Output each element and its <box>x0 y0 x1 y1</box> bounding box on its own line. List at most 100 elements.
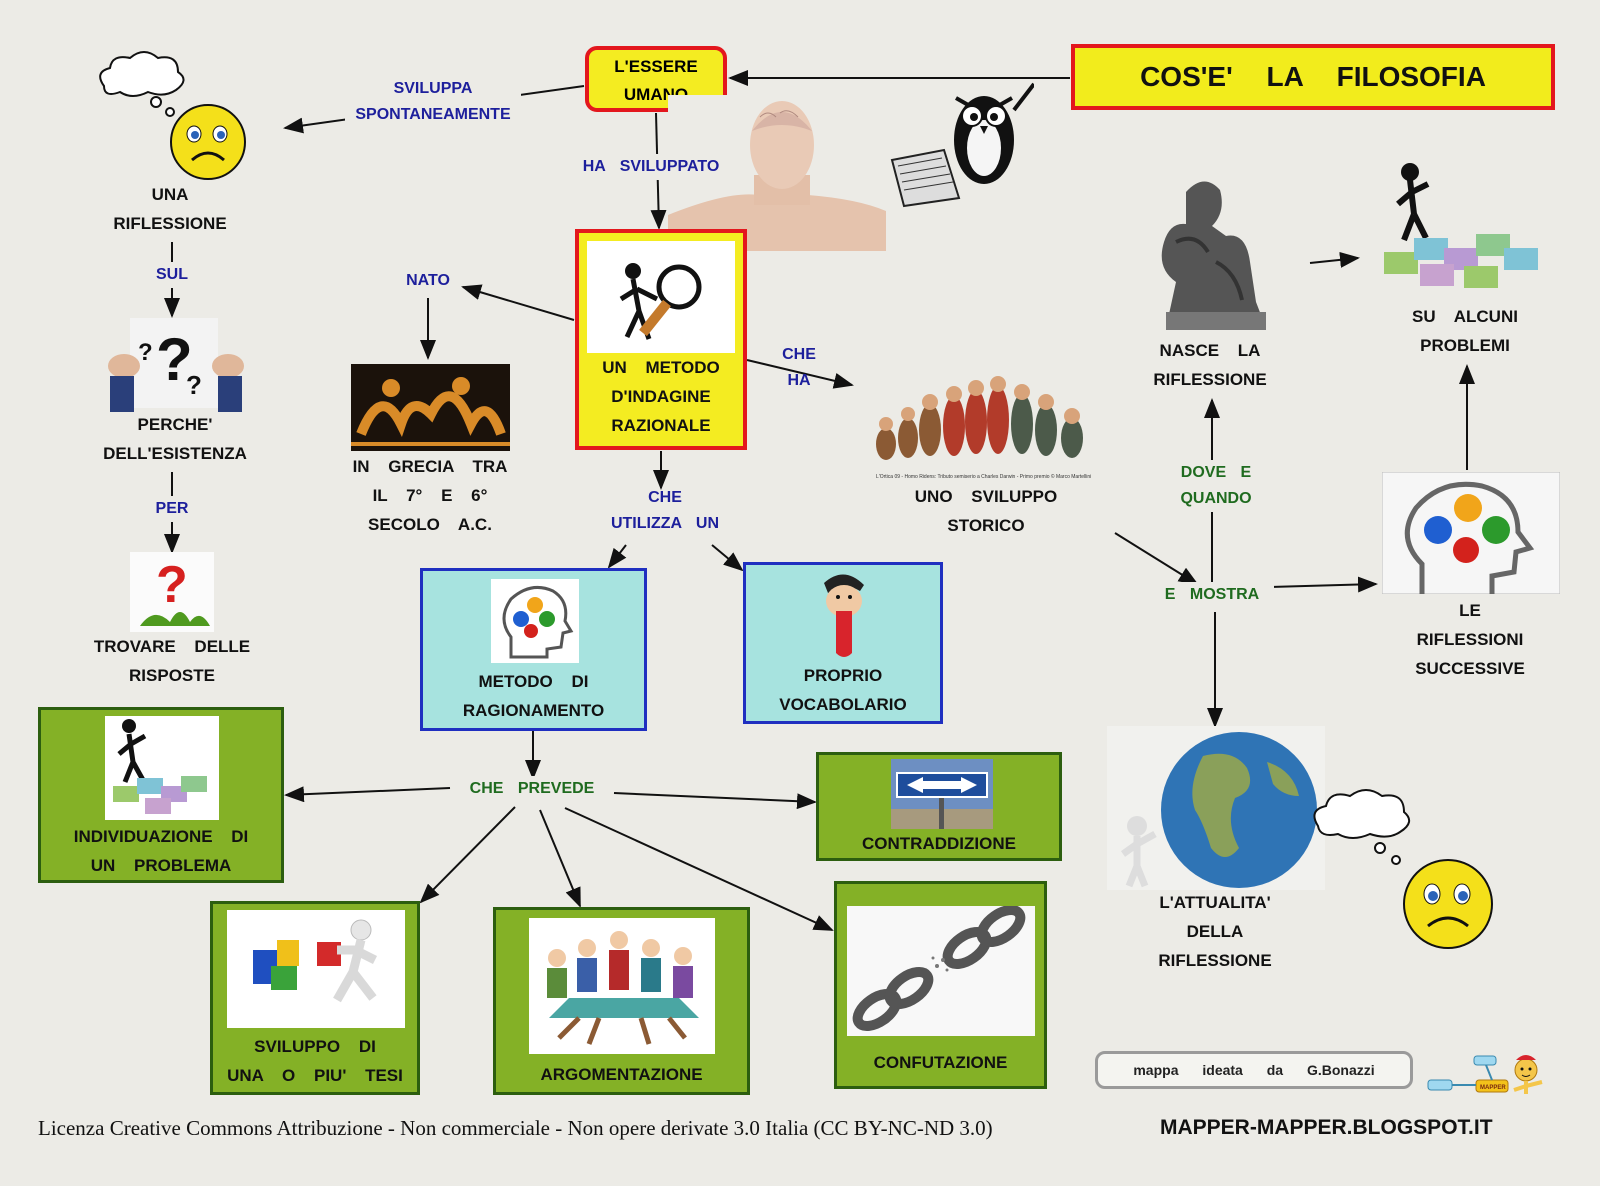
puzzle-thinker-icon <box>105 716 219 820</box>
node-trovare: TROVARE DELLE RISPOSTE <box>62 632 282 690</box>
argomentazione-text: ARGOMENTAZIONE <box>540 1065 703 1084</box>
connector-ha-sviluppato: HA SVILUPPATO <box>563 154 739 180</box>
node-individuazione: INDIVIDUAZIONE DI UN PROBLEMA <box>38 707 284 883</box>
node-essere-umano: L'ESSERE UMANO <box>585 46 727 112</box>
thought-face-icon <box>99 51 246 180</box>
plant-question-icon: ? <box>130 552 214 632</box>
alcuni-problemi-line-2: PROBLEMI <box>1420 336 1510 355</box>
che-ha-line-2: HA <box>787 372 811 389</box>
metodo-indagine-line-1: UN METODO <box>602 358 720 377</box>
title-box: COS'E' LA FILOSOFIA <box>1071 44 1555 110</box>
connector-nato: NATO <box>400 268 456 294</box>
node-metodo-ragionamento: METODO DI RAGIONAMENTO <box>420 568 647 731</box>
connector-che-utilizza: CHE UTILIZZA UN <box>598 485 732 537</box>
arrow-prevede-to-contraddizione <box>613 792 817 810</box>
dove-quando-line-2: QUANDO <box>1180 490 1252 507</box>
vocabolario-line-1: PROPRIO <box>803 666 883 685</box>
arrow-mostra-to-successive <box>1267 576 1378 593</box>
connector-che-prevede: CHE PREVEDE <box>452 776 612 802</box>
puzzle-pieces-icon <box>1384 163 1538 288</box>
attualita-line-1: L'ATTUALITA' <box>1159 893 1271 912</box>
sviluppo-tesi-line-2: UNA O PIU' TESI <box>227 1066 403 1085</box>
gears-brain-image <box>1382 472 1560 594</box>
node-riflessioni-successive: LE RIFLESSIONI SUCCESSIVE <box>1372 596 1568 683</box>
che-ha-line-1: CHE <box>782 346 816 363</box>
svg-text:?: ? <box>156 326 193 393</box>
arrow-metodo-to-storico <box>746 359 854 389</box>
sviluppo-tesi-label: SVILUPPO DI UNA O PIU' TESI <box>213 1032 417 1090</box>
arrow-utilizza-to-ragionamento <box>607 544 627 569</box>
arrow-prevede-to-argomentazione <box>539 809 581 908</box>
node-perche: PERCHE' DELL'ESISTENZA <box>70 410 280 468</box>
sviluppa-line-1: SVILUPPA <box>393 80 473 97</box>
arrow-storico-to-mostra <box>1114 532 1199 586</box>
node-nasce: NASCE LA RIFLESSIONE <box>1120 336 1300 394</box>
grecia-line-1: IN GRECIA TRA <box>352 457 508 476</box>
grecia-line-2: IL 7° E 6° <box>372 486 488 505</box>
svg-text:?: ? <box>186 370 202 400</box>
node-vocabolario: PROPRIO VOCABOLARIO <box>743 562 943 724</box>
vocabolario-line-2: VOCABOLARIO <box>779 695 907 714</box>
mapper-logo-text: MAPPER <box>1480 1085 1506 1091</box>
image-caption: L'Ortica 09 - Homo Ridens: Tributo semis… <box>876 473 1091 480</box>
mapper-logo: MAPPER <box>1427 1055 1543 1094</box>
connector-che-ha: CHE HA <box>774 342 824 394</box>
broken-chain-image <box>847 906 1035 1036</box>
grecia-line-3: SECOLO A.C. <box>368 515 492 534</box>
vocabolario-label: PROPRIO VOCABOLARIO <box>746 661 940 719</box>
map-title: COS'E' LA FILOSOFIA <box>1140 61 1486 92</box>
magnifier-figure-icon <box>587 241 735 353</box>
metodo-ragionamento-line-2: RAGIONAMENTO <box>462 701 605 720</box>
riflessione-line-1: UNA <box>151 185 189 204</box>
trovare-line-1: TROVARE DELLE <box>93 637 251 656</box>
confutazione-text: CONFUTAZIONE <box>873 1053 1008 1072</box>
metodo-ragionamento-line-1: METODO DI <box>478 672 589 691</box>
connector-dove-quando: DOVE E QUANDO <box>1168 460 1264 512</box>
metodo-indagine-label: UN METODO D'INDAGINE RAZIONALE <box>579 353 743 440</box>
trovare-line-2: RISPOSTE <box>129 666 215 685</box>
sviluppo-storico-line-2: STORICO <box>947 516 1025 535</box>
arrow-pensatore-to-puzzle <box>1309 251 1360 268</box>
node-grecia: IN GRECIA TRA IL 7° E 6° SECOLO A.C. <box>330 452 530 539</box>
individuazione-label: INDIVIDUAZIONE DI UN PROBLEMA <box>41 822 281 880</box>
connector-sul: SUL <box>150 262 194 288</box>
svg-text:?: ? <box>138 339 153 366</box>
thinker-statue-image <box>1161 181 1266 330</box>
arrow-utilizza-to-vocabolario <box>711 544 744 572</box>
sviluppo-storico-line-1: UNO SVILUPPO <box>914 487 1058 506</box>
node-riflessione: UNA RIFLESSIONE <box>80 180 260 238</box>
dove-quando-line-1: DOVE E <box>1180 464 1252 481</box>
connector-per: PER <box>150 496 194 522</box>
question-marks-image: ? ? ? <box>108 318 244 412</box>
license-text: Licenza Creative Commons Attribuzione - … <box>38 1116 993 1140</box>
svg-text:?: ? <box>156 556 188 614</box>
meeting-discussion-image <box>529 918 715 1054</box>
riflessioni-successive-line-2: RIFLESSIONI <box>1416 630 1524 649</box>
alcuni-problemi-line-1: SU ALCUNI <box>1412 307 1518 326</box>
individuazione-line-1: INDIVIDUAZIONE DI <box>73 827 249 846</box>
node-argomentazione: ARGOMENTAZIONE <box>493 907 750 1095</box>
two-way-sign-image <box>891 759 993 829</box>
riflessioni-successive-line-3: SUCCESSIVE <box>1415 659 1525 678</box>
arrow-prevede-to-individuazione <box>284 786 451 803</box>
perche-line-2: DELL'ESISTENZA <box>103 444 247 463</box>
globe-image <box>1107 726 1325 890</box>
greek-vase-image <box>351 364 510 451</box>
arrow-metodo-to-nato <box>461 284 575 321</box>
gears-head-icon <box>491 579 579 663</box>
owl-reading-icon <box>890 82 1034 208</box>
puzzle-runner-image <box>227 910 405 1028</box>
node-confutazione: CONFUTAZIONE <box>834 881 1047 1089</box>
sviluppo-tesi-line-1: SVILUPPO DI <box>254 1037 376 1056</box>
node-alcuni-problemi: SU ALCUNI PROBLEMI <box>1370 302 1560 360</box>
blog-site-link[interactable]: MAPPER-MAPPER.BLOGSPOT.IT <box>1160 1116 1493 1139</box>
perche-line-1: PERCHE' <box>137 415 213 434</box>
metodo-indagine-line-3: RAZIONALE <box>611 416 711 435</box>
sviluppa-line-2: SPONTANEAMENTE <box>355 106 511 123</box>
evolution-caricature-image: L'Ortica 09 - Homo Ridens: Tributo semis… <box>872 366 1100 482</box>
individuazione-line-2: UN PROBLEMA <box>90 856 232 875</box>
che-utilizza-line-2: UTILIZZA UN <box>610 515 720 532</box>
metodo-indagine-line-2: D'INDAGINE <box>611 387 711 406</box>
arrow-prevede-to-tesi <box>419 806 516 904</box>
